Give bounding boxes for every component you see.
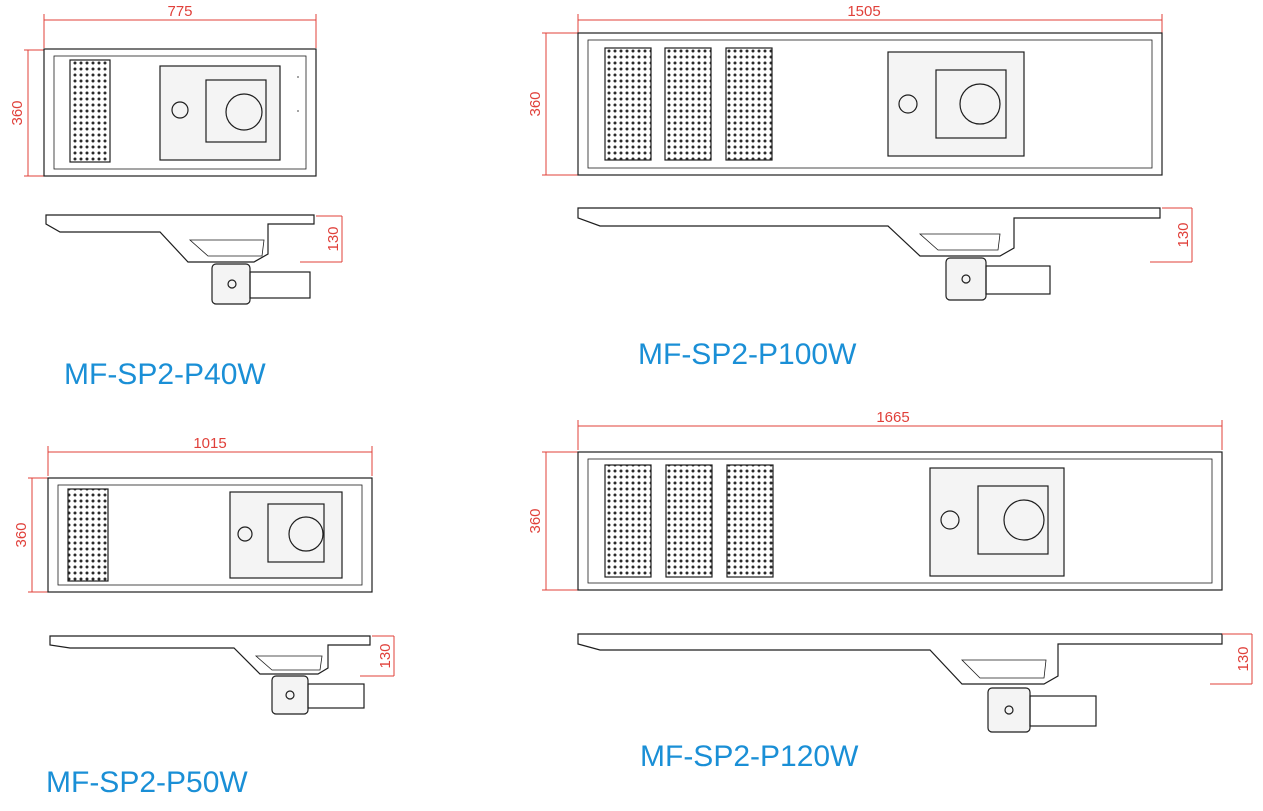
lamp-side-view: [577, 207, 1161, 257]
drawing-p100w: 1505 360 130: [527, 3, 1193, 301]
lamp-top-view: [577, 451, 1223, 591]
lamp-top-view: [577, 32, 1163, 176]
led-module: [725, 47, 773, 161]
lamp-side-view: [577, 633, 1223, 685]
drawing-p120w: 1665 360 130: [527, 409, 1253, 733]
sensor-icon: [898, 94, 918, 114]
width-dimension-label: 1665: [876, 409, 909, 426]
model-label-p120w: MF-SP2-P120W: [640, 740, 859, 773]
led-module: [604, 464, 652, 578]
model-label-p40w: MF-SP2-P40W: [64, 358, 266, 391]
height-dimension-label: 360: [9, 100, 26, 125]
width-dimension-label: 1015: [193, 435, 226, 452]
mounting-bracket: [887, 51, 1025, 157]
drawing-p40w: 775 360 130: [9, 3, 343, 305]
led-module: [604, 47, 652, 161]
drawing-p50w: 1015 360 130: [13, 435, 395, 715]
height-dimension-label: 360: [527, 508, 544, 533]
lamp-side-view: [49, 635, 371, 675]
pole-clamp-icon: [1003, 499, 1045, 541]
pole-adapter: [271, 675, 309, 715]
pole-clamp-icon: [288, 516, 324, 552]
depth-dimension-label: 130: [1175, 222, 1192, 247]
lamp-top-view: [43, 48, 317, 177]
pole-adapter: [945, 257, 987, 301]
depth-dimension-label: 130: [1235, 646, 1252, 671]
depth-dimension-label: 130: [377, 643, 394, 668]
sensor-icon: [171, 101, 189, 119]
sensor-icon: [237, 526, 253, 542]
led-module: [665, 464, 713, 578]
lamp-top-view: [47, 477, 373, 593]
mounting-bracket: [229, 491, 343, 579]
model-label-p100w: MF-SP2-P100W: [638, 338, 857, 371]
pole-adapter: [211, 263, 251, 305]
mounting-bracket: [159, 65, 281, 161]
width-dimension-label: 775: [167, 3, 192, 20]
lamp-side-view: [45, 214, 315, 263]
led-module: [69, 59, 111, 163]
led-module: [664, 47, 712, 161]
depth-dimension-label: 130: [325, 226, 342, 251]
led-module: [726, 464, 774, 578]
pole-adapter: [987, 687, 1031, 733]
height-dimension-label: 360: [527, 91, 544, 116]
led-module: [67, 488, 109, 582]
sensor-icon: [940, 510, 960, 530]
width-dimension-label: 1505: [847, 3, 880, 20]
height-dimension-label: 360: [13, 522, 30, 547]
pole-clamp-icon: [959, 83, 1001, 125]
pole-clamp-icon: [225, 93, 263, 131]
model-label-p50w: MF-SP2-P50W: [46, 766, 248, 799]
